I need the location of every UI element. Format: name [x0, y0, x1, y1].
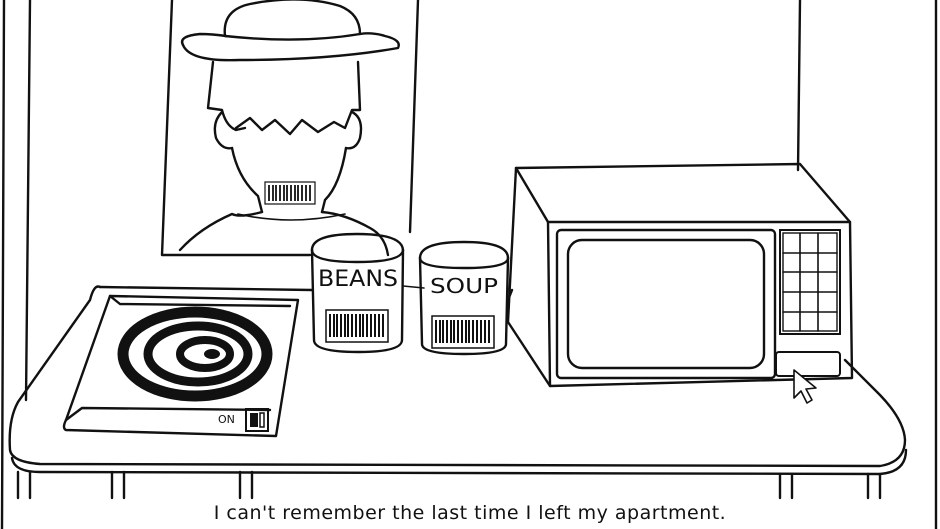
- hot-plate-stove[interactable]: ON: [62, 294, 300, 438]
- soup-can[interactable]: SOUP: [418, 240, 510, 356]
- microwave-window[interactable]: [555, 228, 777, 380]
- soup-can-label: SOUP: [430, 274, 498, 298]
- neck-barcode: [264, 181, 316, 205]
- beans-can-label: BEANS: [318, 267, 398, 292]
- microwave-open-button[interactable]: [775, 351, 841, 377]
- poster-man: [178, 0, 400, 257]
- counter: [8, 285, 908, 500]
- microwave[interactable]: [506, 162, 854, 388]
- beans-can[interactable]: BEANS: [310, 232, 405, 354]
- beans-can-barcode: [325, 309, 389, 343]
- poster[interactable]: [160, 0, 420, 257]
- stove-switch[interactable]: [245, 408, 269, 432]
- mouse-cursor-icon: [793, 369, 817, 404]
- dialogue-caption: I can't remember the last time I left my…: [213, 502, 727, 524]
- microwave-keypad[interactable]: [779, 229, 841, 335]
- stove-switch-label: ON: [218, 413, 235, 426]
- stove-burner[interactable]: [117, 306, 273, 402]
- soup-can-barcode: [431, 315, 495, 349]
